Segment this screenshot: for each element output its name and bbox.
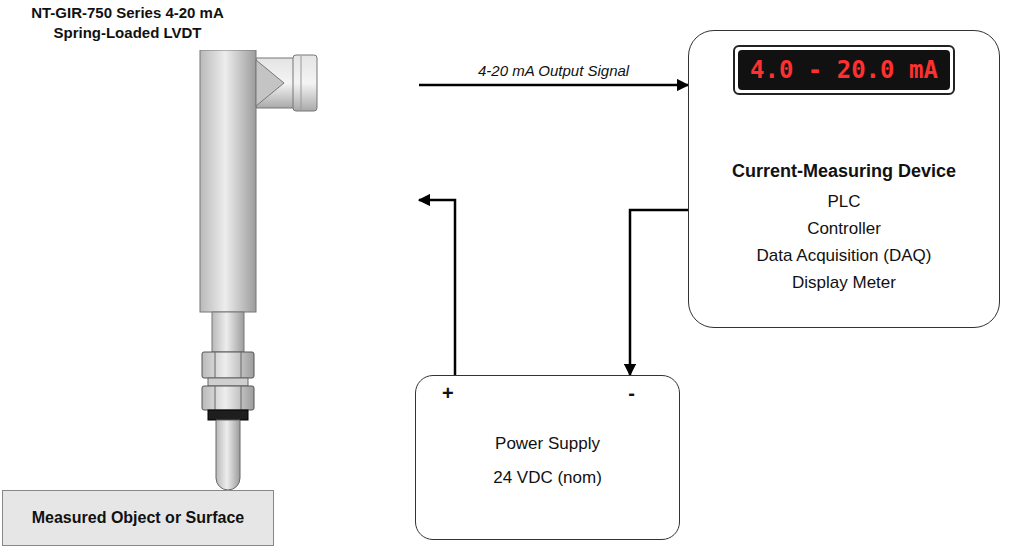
node-heading: + bbox=[442, 382, 454, 405]
lvdt-part bbox=[215, 352, 216, 378]
measured-surface: Measured Object or Surface bbox=[2, 490, 274, 546]
node-heading: Current-Measuring Device bbox=[689, 161, 999, 182]
lvdt-part bbox=[241, 352, 242, 378]
node-heading: Measured Object or Surface bbox=[3, 509, 273, 527]
node-text: Display Meter bbox=[689, 273, 999, 293]
lvdt-part bbox=[256, 58, 296, 108]
node-text: Data Acquisition (DAQ) bbox=[689, 246, 999, 266]
lvdt-part bbox=[256, 60, 284, 106]
signal-arrow bbox=[630, 210, 688, 375]
lvdt-part bbox=[202, 352, 254, 378]
node-heading: NT-GIR-750 Series 4-20 mA Spring-Loaded … bbox=[20, 3, 235, 43]
lvdt-part bbox=[216, 420, 240, 490]
signal-arrow bbox=[419, 84, 688, 87]
node-text: 24 VDC (nom) bbox=[416, 468, 679, 488]
device-box: Current-Measuring DevicePLC ControllerDat… bbox=[688, 30, 1000, 328]
lvdt-part bbox=[301, 56, 302, 110]
lvdt-sensor: NT-GIR-750 Series 4-20 mA Spring-Loaded … bbox=[198, 50, 415, 490]
lvdt-part bbox=[208, 410, 248, 420]
node-text: PLC bbox=[689, 192, 999, 212]
node-text: Power Supply bbox=[416, 434, 679, 454]
lvdt-part bbox=[202, 386, 254, 410]
node-heading: 4.0 - 20.0 mA bbox=[738, 50, 950, 90]
lvdt-part bbox=[293, 55, 317, 111]
power-supply-box: + - Power Supply 24 VDC (nom) bbox=[415, 375, 680, 540]
lvdt-part bbox=[200, 50, 256, 312]
node-text: Controller bbox=[689, 219, 999, 239]
signal-label: 4-20 mA Output Signal bbox=[474, 62, 633, 79]
lvdt-part bbox=[241, 386, 242, 410]
lvdt-part bbox=[208, 378, 248, 386]
signal-arrow bbox=[419, 200, 455, 375]
lvdt-part bbox=[215, 386, 216, 410]
lvdt-illustration bbox=[198, 50, 320, 490]
lvdt-part bbox=[212, 312, 244, 352]
node-text: - bbox=[628, 382, 635, 405]
display-panel: 4.0 - 20.0 mA bbox=[733, 45, 955, 95]
